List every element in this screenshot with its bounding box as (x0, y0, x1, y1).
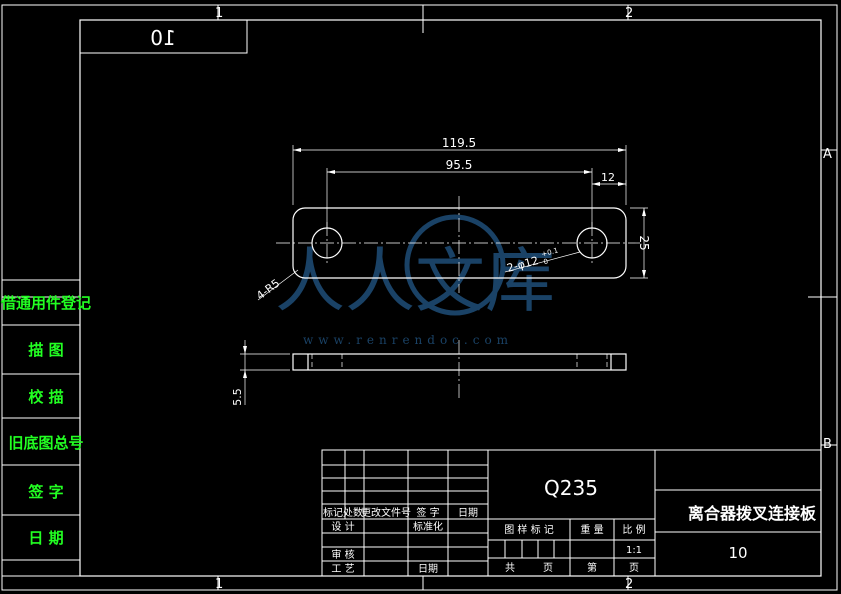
title-block-labels: 标记处数 更改文件号 签 字 日期 设 计 标准化 审 核 工 艺 日期 图 样… (323, 506, 646, 575)
label-date2: 日期 (418, 563, 438, 575)
dim-hole-offset: 12 (601, 171, 615, 184)
label-date: 日期 (458, 507, 478, 519)
code-box (79, 19, 248, 54)
left-panel-item-4: 签 字 (27, 483, 63, 501)
label-stage-mark: 图 样 标 记 (504, 523, 554, 536)
title-block (321, 449, 822, 577)
thickness-dim-lines (240, 340, 290, 405)
plate-side-view (292, 353, 627, 371)
left-panel-item-3: 旧底图总号 (8, 434, 83, 452)
left-panel-item-1: 描 图 (28, 341, 63, 359)
watermark-text: 人人文库 (275, 240, 555, 322)
left-panel-item-2: 校 描 (28, 388, 63, 406)
zone-label-a: A (823, 147, 832, 162)
left-panel-item-5: 日 期 (28, 529, 63, 547)
label-change-doc: 更改文件号 (361, 506, 411, 519)
dim-hole-tol-lower: 0 (543, 257, 549, 266)
label-standardize: 标准化 (413, 520, 443, 533)
dim-hole-spacing: 95.5 (446, 158, 473, 172)
label-weight: 重 量 (580, 523, 603, 536)
dim-overall-length: 119.5 (442, 136, 476, 150)
thickness-arrows (243, 346, 247, 378)
dimension-arrows (293, 148, 646, 278)
label-total: 共 (505, 562, 515, 574)
material: Q235 (544, 476, 598, 500)
zone-label-bottom-2: 2 (625, 577, 633, 592)
hidden-lines (311, 354, 608, 370)
zone-label-top-2: 2 (625, 6, 633, 21)
label-design: 设 计 (331, 520, 354, 533)
label-page2: 页 (629, 562, 639, 574)
zone-label-bottom-1: 1 (215, 577, 223, 592)
watermark-logo-icon (404, 214, 506, 316)
dim-thickness: 5.5 (231, 388, 244, 406)
zone-label-b: B (823, 437, 832, 452)
label-review: 审 核 (331, 548, 354, 561)
zone-label-top-1: 1 (215, 6, 223, 21)
left-panel (1, 279, 81, 577)
mirrored-code: 10 (150, 26, 175, 50)
label-sign: 签 字 (416, 506, 439, 519)
drawing-number: 10 (728, 544, 747, 562)
part-name: 离合器拨叉连接板 (688, 504, 817, 523)
zone-ticks (2, 5, 837, 590)
dim-height: 25 (637, 235, 651, 250)
scale-value: 1:1 (626, 545, 642, 556)
label-mark: 标记处数 (323, 506, 363, 519)
label-num: 第 (587, 561, 597, 574)
label-scale: 比 例 (622, 523, 645, 536)
label-process: 工 艺 (331, 563, 354, 575)
label-page: 页 (543, 562, 553, 574)
watermark-url: www.renrendoc.com (303, 333, 513, 347)
left-panel-item-0: 借通用件登记 (0, 294, 91, 312)
watermark: 人人文库 www.renrendoc.com (275, 214, 555, 347)
